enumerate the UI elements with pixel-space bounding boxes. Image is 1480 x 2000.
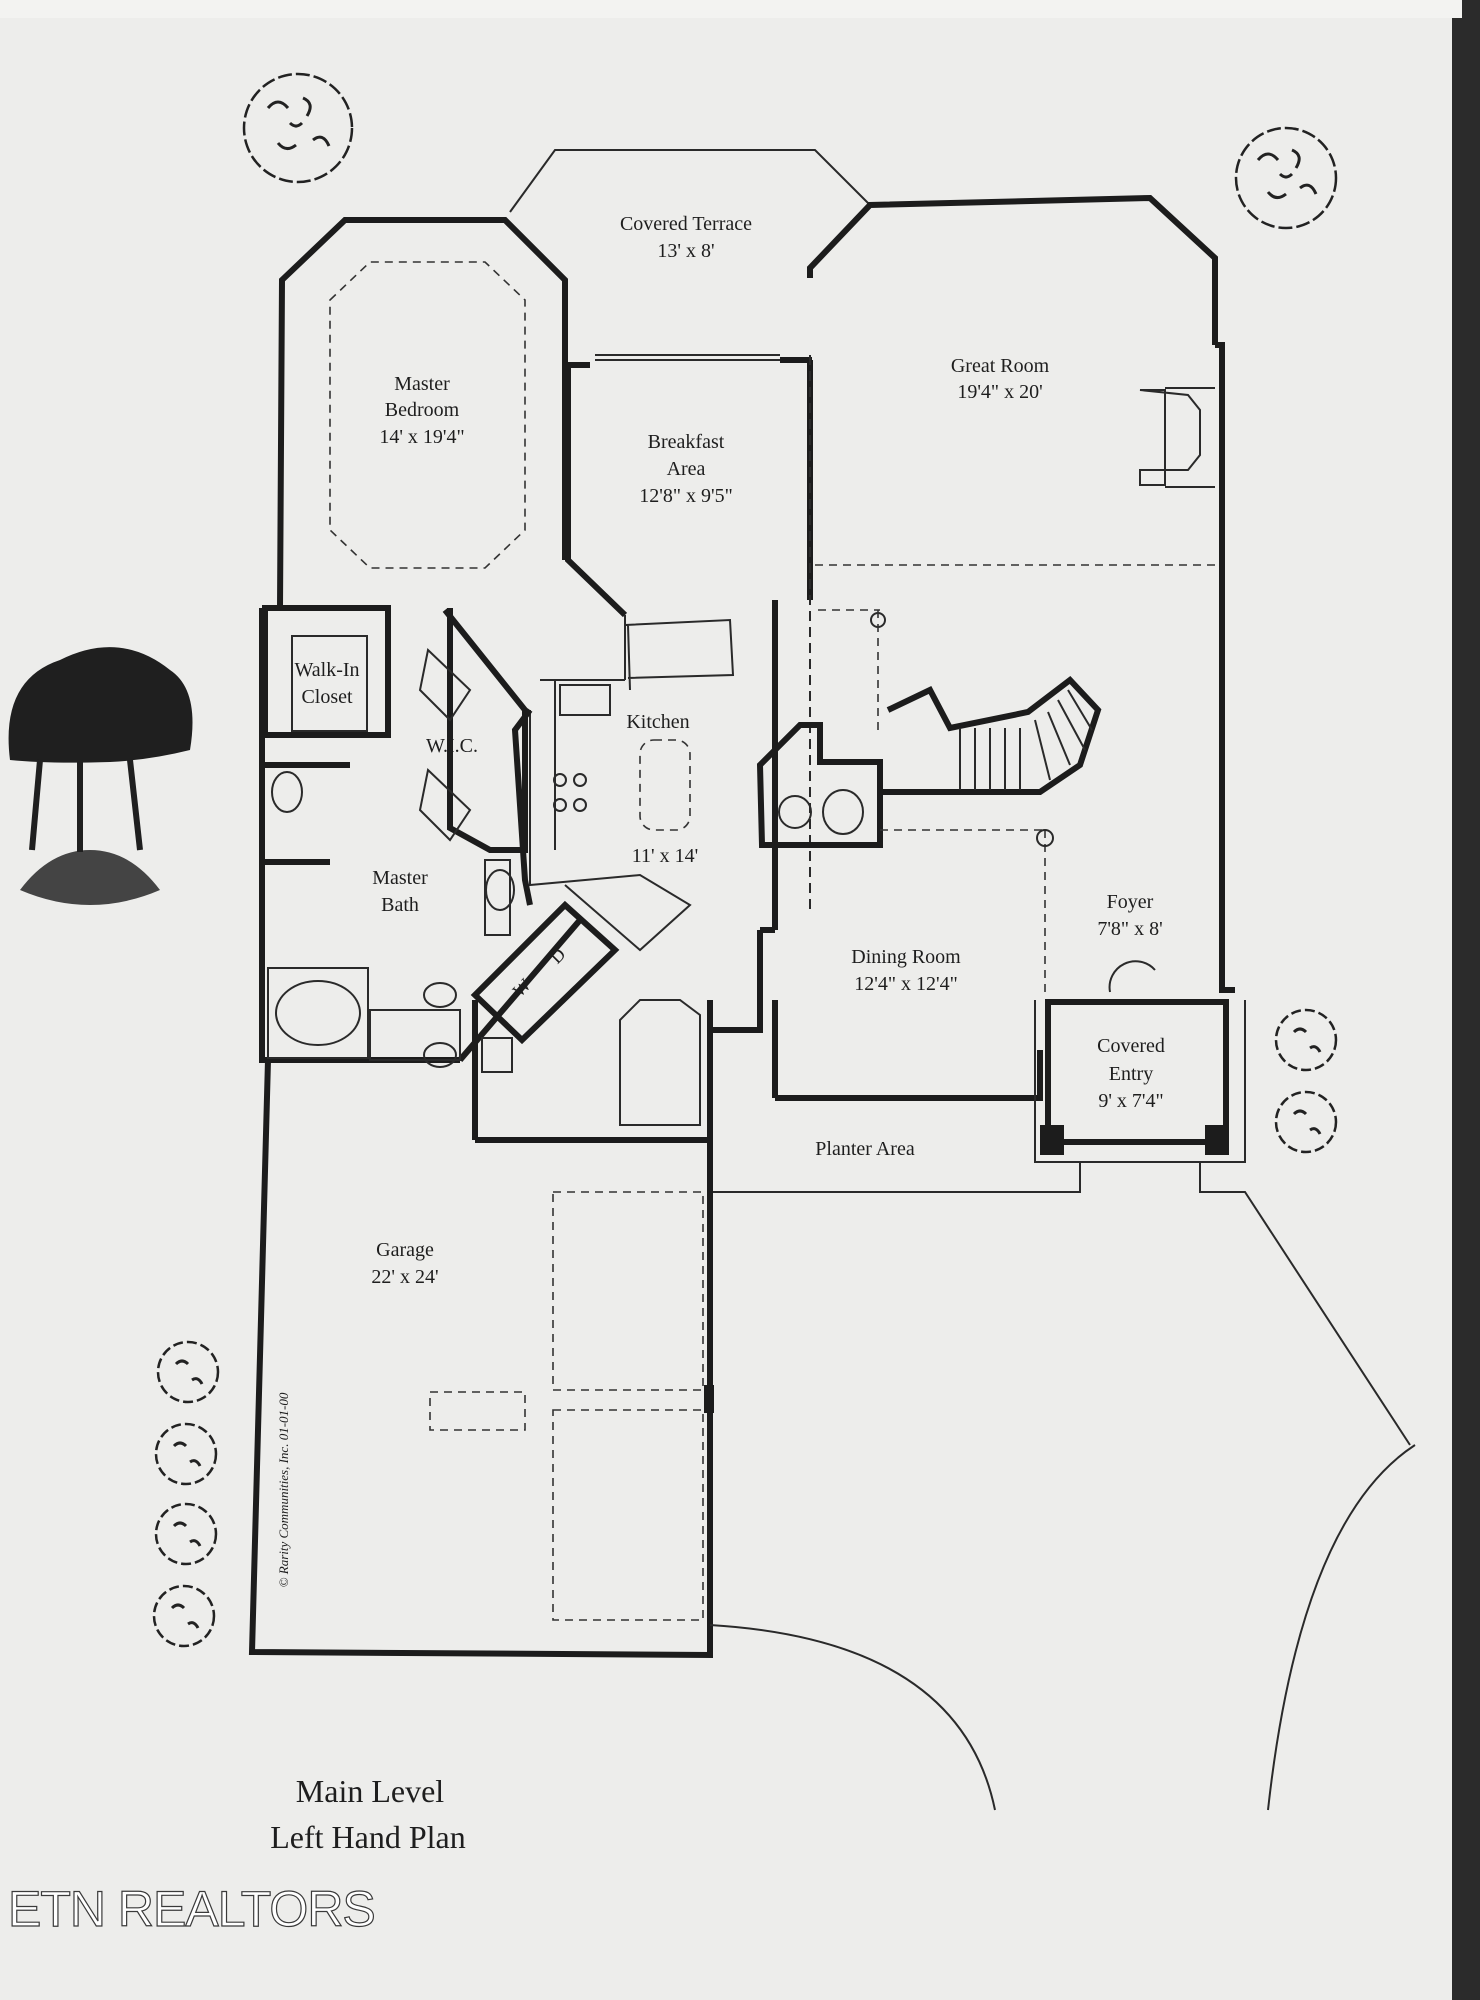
shrub-icon (1274, 1008, 1338, 1072)
covered-terrace-label: Covered Terrace (620, 213, 752, 235)
binder-edge (1452, 0, 1480, 2000)
garage-label: Garage (376, 1239, 434, 1261)
powder-room-walls (756, 722, 883, 848)
driveway-curve (1267, 1444, 1416, 1811)
master-bedroom-label-1: Master (394, 373, 450, 395)
shrub-icon (154, 1502, 218, 1566)
walk-in-closet-label-1: Walk-In (294, 659, 359, 681)
great-room-walls (807, 194, 1218, 345)
planter-area-label: Planter Area (815, 1138, 915, 1160)
garage-size: 22' x 24' (371, 1266, 438, 1288)
plan-title-line-2: Left Hand Plan (270, 1819, 466, 1855)
covered-entry-size: 9' x 7'4" (1098, 1090, 1163, 1112)
shrub-icon (152, 1584, 216, 1648)
master-bath-label-1: Master (372, 867, 428, 889)
kitchen-label: Kitchen (626, 711, 689, 733)
shrub-icon (154, 1422, 218, 1486)
great-room-label: Great Room (951, 355, 1050, 377)
plan-title-line-1: Main Level (296, 1773, 445, 1809)
wic-label: W.I.C. (426, 735, 478, 757)
copyright-text: © Rarity Communities, Inc. 01-01-00 (276, 1392, 291, 1587)
laundry-walls (470, 900, 620, 1045)
covered-terrace-outline (509, 149, 871, 213)
master-bedroom-size: 14' x 19'4" (379, 426, 464, 448)
dining-room-size: 12'4" x 12'4" (854, 973, 958, 995)
breakfast-area-size: 12'8" x 9'5" (639, 485, 733, 507)
dining-room-label: Dining Room (851, 946, 961, 968)
master-bath-label-2: Bath (381, 894, 419, 916)
tree-icon (1234, 126, 1338, 230)
walk-in-closet-label-2: Closet (301, 686, 353, 708)
kitchen-island-outline (639, 739, 691, 831)
master-bedroom-label-2: Bedroom (385, 399, 460, 421)
garage-apron-curve (709, 1624, 996, 1811)
fireplace-icon (1139, 389, 1201, 486)
hanging-plant-icon (8, 647, 193, 905)
dining-room-walls (775, 1050, 1043, 1101)
foyer-label: Foyer (1107, 891, 1154, 913)
covered-entry-label-2: Entry (1109, 1063, 1153, 1085)
kitchen-size: 11' x 14' (632, 845, 698, 867)
covered-entry-walls (1045, 999, 1229, 1145)
toilet-icon (822, 789, 864, 835)
great-room-size: 19'4" x 20' (957, 381, 1042, 403)
stairs-icon (880, 675, 1102, 795)
breakfast-area-label-1: Breakfast (648, 431, 725, 453)
tree-icon (242, 72, 354, 184)
foyer-size: 7'8" x 8' (1097, 918, 1162, 940)
bathtub-icon (267, 967, 369, 1059)
shrub-icon (1274, 1090, 1338, 1154)
shrub-icon (156, 1340, 220, 1404)
watermark-text: ETN REALTORS (8, 1881, 375, 1937)
master-bedroom-walls (277, 217, 568, 609)
breakfast-area-label-2: Area (667, 458, 706, 480)
covered-terrace-size: 13' x 8' (657, 240, 714, 262)
covered-entry-label-1: Covered (1097, 1035, 1165, 1057)
